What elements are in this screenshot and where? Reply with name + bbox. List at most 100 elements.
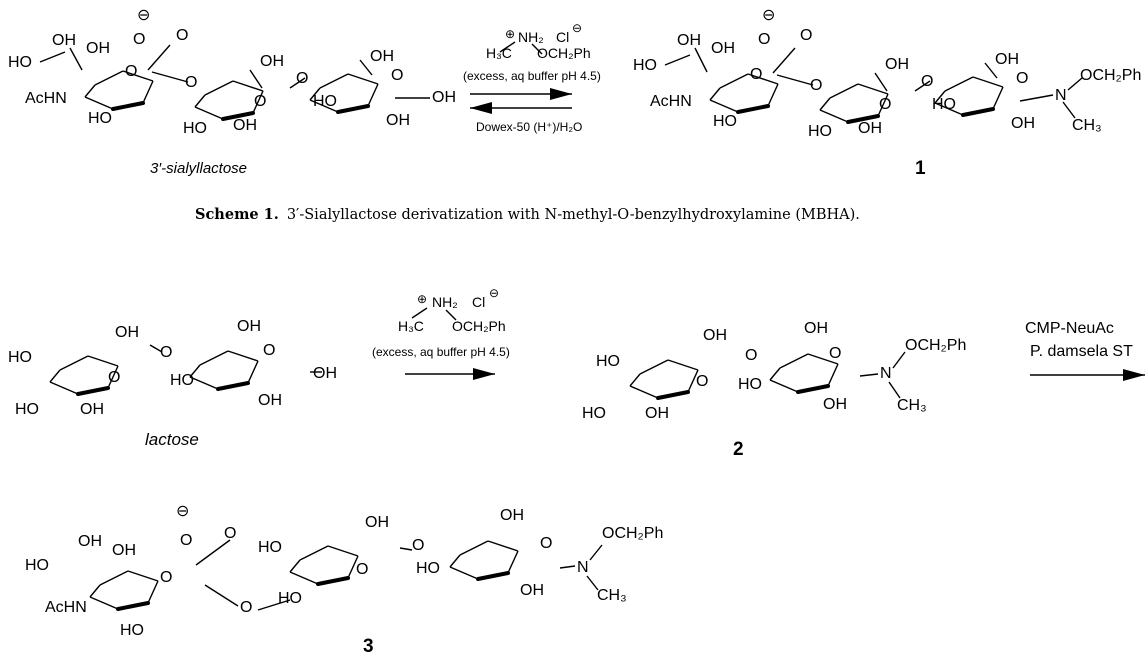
ring-bond (639, 359, 669, 375)
arrow-right-icon (473, 368, 495, 380)
atom-label: OH (386, 112, 410, 129)
atom-label: HO (416, 560, 440, 577)
bond (664, 54, 691, 66)
bond (874, 72, 888, 92)
ring-bond (819, 97, 831, 111)
arrow-right-icon (1123, 369, 1145, 381)
ring-bond (194, 106, 224, 120)
ring-bond (189, 376, 219, 390)
ring-bond (87, 355, 119, 367)
atom-label: OH (80, 401, 104, 418)
atom-label: O (180, 532, 192, 549)
charge-minus: ⊖ (762, 7, 775, 24)
bond (204, 584, 239, 607)
ring-bond (336, 104, 370, 114)
compound-number: 3 (363, 636, 374, 657)
atom-label: AcHN (650, 93, 692, 110)
ring-bond (846, 114, 880, 124)
molecule-lactose: OH HO O HO OH O OH O HO OH OH lactose (8, 318, 337, 449)
ring-bond (767, 83, 779, 107)
ring-bond (476, 571, 510, 581)
ring-bond (769, 379, 799, 393)
atom-label: O (125, 63, 137, 80)
atom-label: OCH₂Ph (602, 525, 663, 542)
atom-label: OH (703, 327, 727, 344)
atom-label: O (224, 525, 236, 542)
ring-bond (216, 381, 250, 391)
atom-label: OH (858, 120, 882, 137)
atom-label: OH (885, 56, 909, 73)
reaction-conditions: (excess, aq buffer pH 4.5) (372, 345, 510, 359)
ring-bond (89, 584, 101, 598)
ring-bond (819, 109, 849, 123)
ring-bond (629, 373, 641, 387)
ring-bond (719, 73, 749, 89)
charge-minus: ⊖ (176, 503, 189, 520)
atom-label: O (263, 342, 275, 359)
bond-lines (39, 41, 1145, 611)
atom-label: O (391, 67, 403, 84)
atom-label: OCH₂Ph (537, 45, 591, 61)
atom-label: AcHN (25, 90, 67, 107)
reagent-mbha-2: ⊕ NH₂ Cl ⊖ H₃C OCH₂Ph (excess, aq buffer… (372, 286, 510, 359)
ring-bond (934, 90, 946, 104)
atom-label: H₃C (486, 45, 512, 61)
bond (589, 544, 603, 561)
atom-label: O (185, 74, 197, 91)
atom-label: OH (520, 582, 544, 599)
atom-label: HO (170, 372, 194, 389)
bond (984, 62, 998, 79)
scheme-caption: Scheme 1.3′-Sialyllactose derivatization… (195, 206, 860, 223)
atom-label: O (133, 31, 145, 48)
atom-label: HO (88, 110, 112, 127)
atom-label: OH (260, 53, 284, 70)
ring-bond (84, 84, 96, 98)
bond (1062, 101, 1076, 119)
ring-bond (319, 73, 349, 89)
bond (445, 309, 457, 321)
ring-bond (299, 545, 329, 561)
atom-label: NH₂ (432, 294, 458, 310)
arrow-left-icon (470, 102, 492, 114)
ring-bond (449, 566, 479, 580)
ring-bond (252, 90, 264, 114)
arrow-right-icon (550, 88, 572, 100)
atom-label: O (1016, 70, 1028, 87)
ring-bond (779, 353, 809, 369)
atom-label: O (829, 345, 841, 362)
atom-label: O (540, 535, 552, 552)
ring-bond (289, 559, 301, 573)
ring-bond (76, 386, 110, 396)
atom-label: O (800, 27, 812, 44)
atom-label: OH (823, 396, 847, 413)
atom-label: HO (120, 622, 144, 639)
molecule-product-3: ⊖ O O OH OH HO AcHN O HO O HO OH O HO O … (25, 503, 663, 657)
ring-bond (49, 369, 61, 383)
atom-label: CH₃ (597, 587, 627, 604)
atom-label: HO (313, 93, 337, 110)
atom-label: O (745, 347, 757, 364)
atom-label: OCH₂Ph (452, 318, 506, 334)
atom-label: OCH₂Ph (1080, 67, 1141, 84)
ring-bond (107, 365, 119, 389)
bond (249, 69, 263, 89)
caption-label: Scheme 1. (195, 206, 279, 223)
ring-bond (944, 76, 974, 92)
ring-bond (934, 102, 964, 116)
atom-label: OH (52, 32, 76, 49)
ring-bond (84, 96, 114, 110)
reaction-conditions: (excess, aq buffer pH 4.5) (463, 69, 601, 83)
atom-label: OH (233, 117, 257, 134)
atom-label: Cl (556, 29, 569, 45)
atom-label: OH (115, 324, 139, 341)
bond (359, 59, 373, 76)
ring-bond (199, 350, 229, 366)
atom-label: HO (932, 96, 956, 113)
atom-label: O (240, 599, 252, 616)
bond (289, 77, 306, 89)
atom-label: OH (804, 320, 828, 337)
ring-bond (147, 580, 159, 604)
atom-label: O (108, 369, 120, 386)
bond (147, 44, 171, 71)
ring-bond (227, 350, 259, 362)
